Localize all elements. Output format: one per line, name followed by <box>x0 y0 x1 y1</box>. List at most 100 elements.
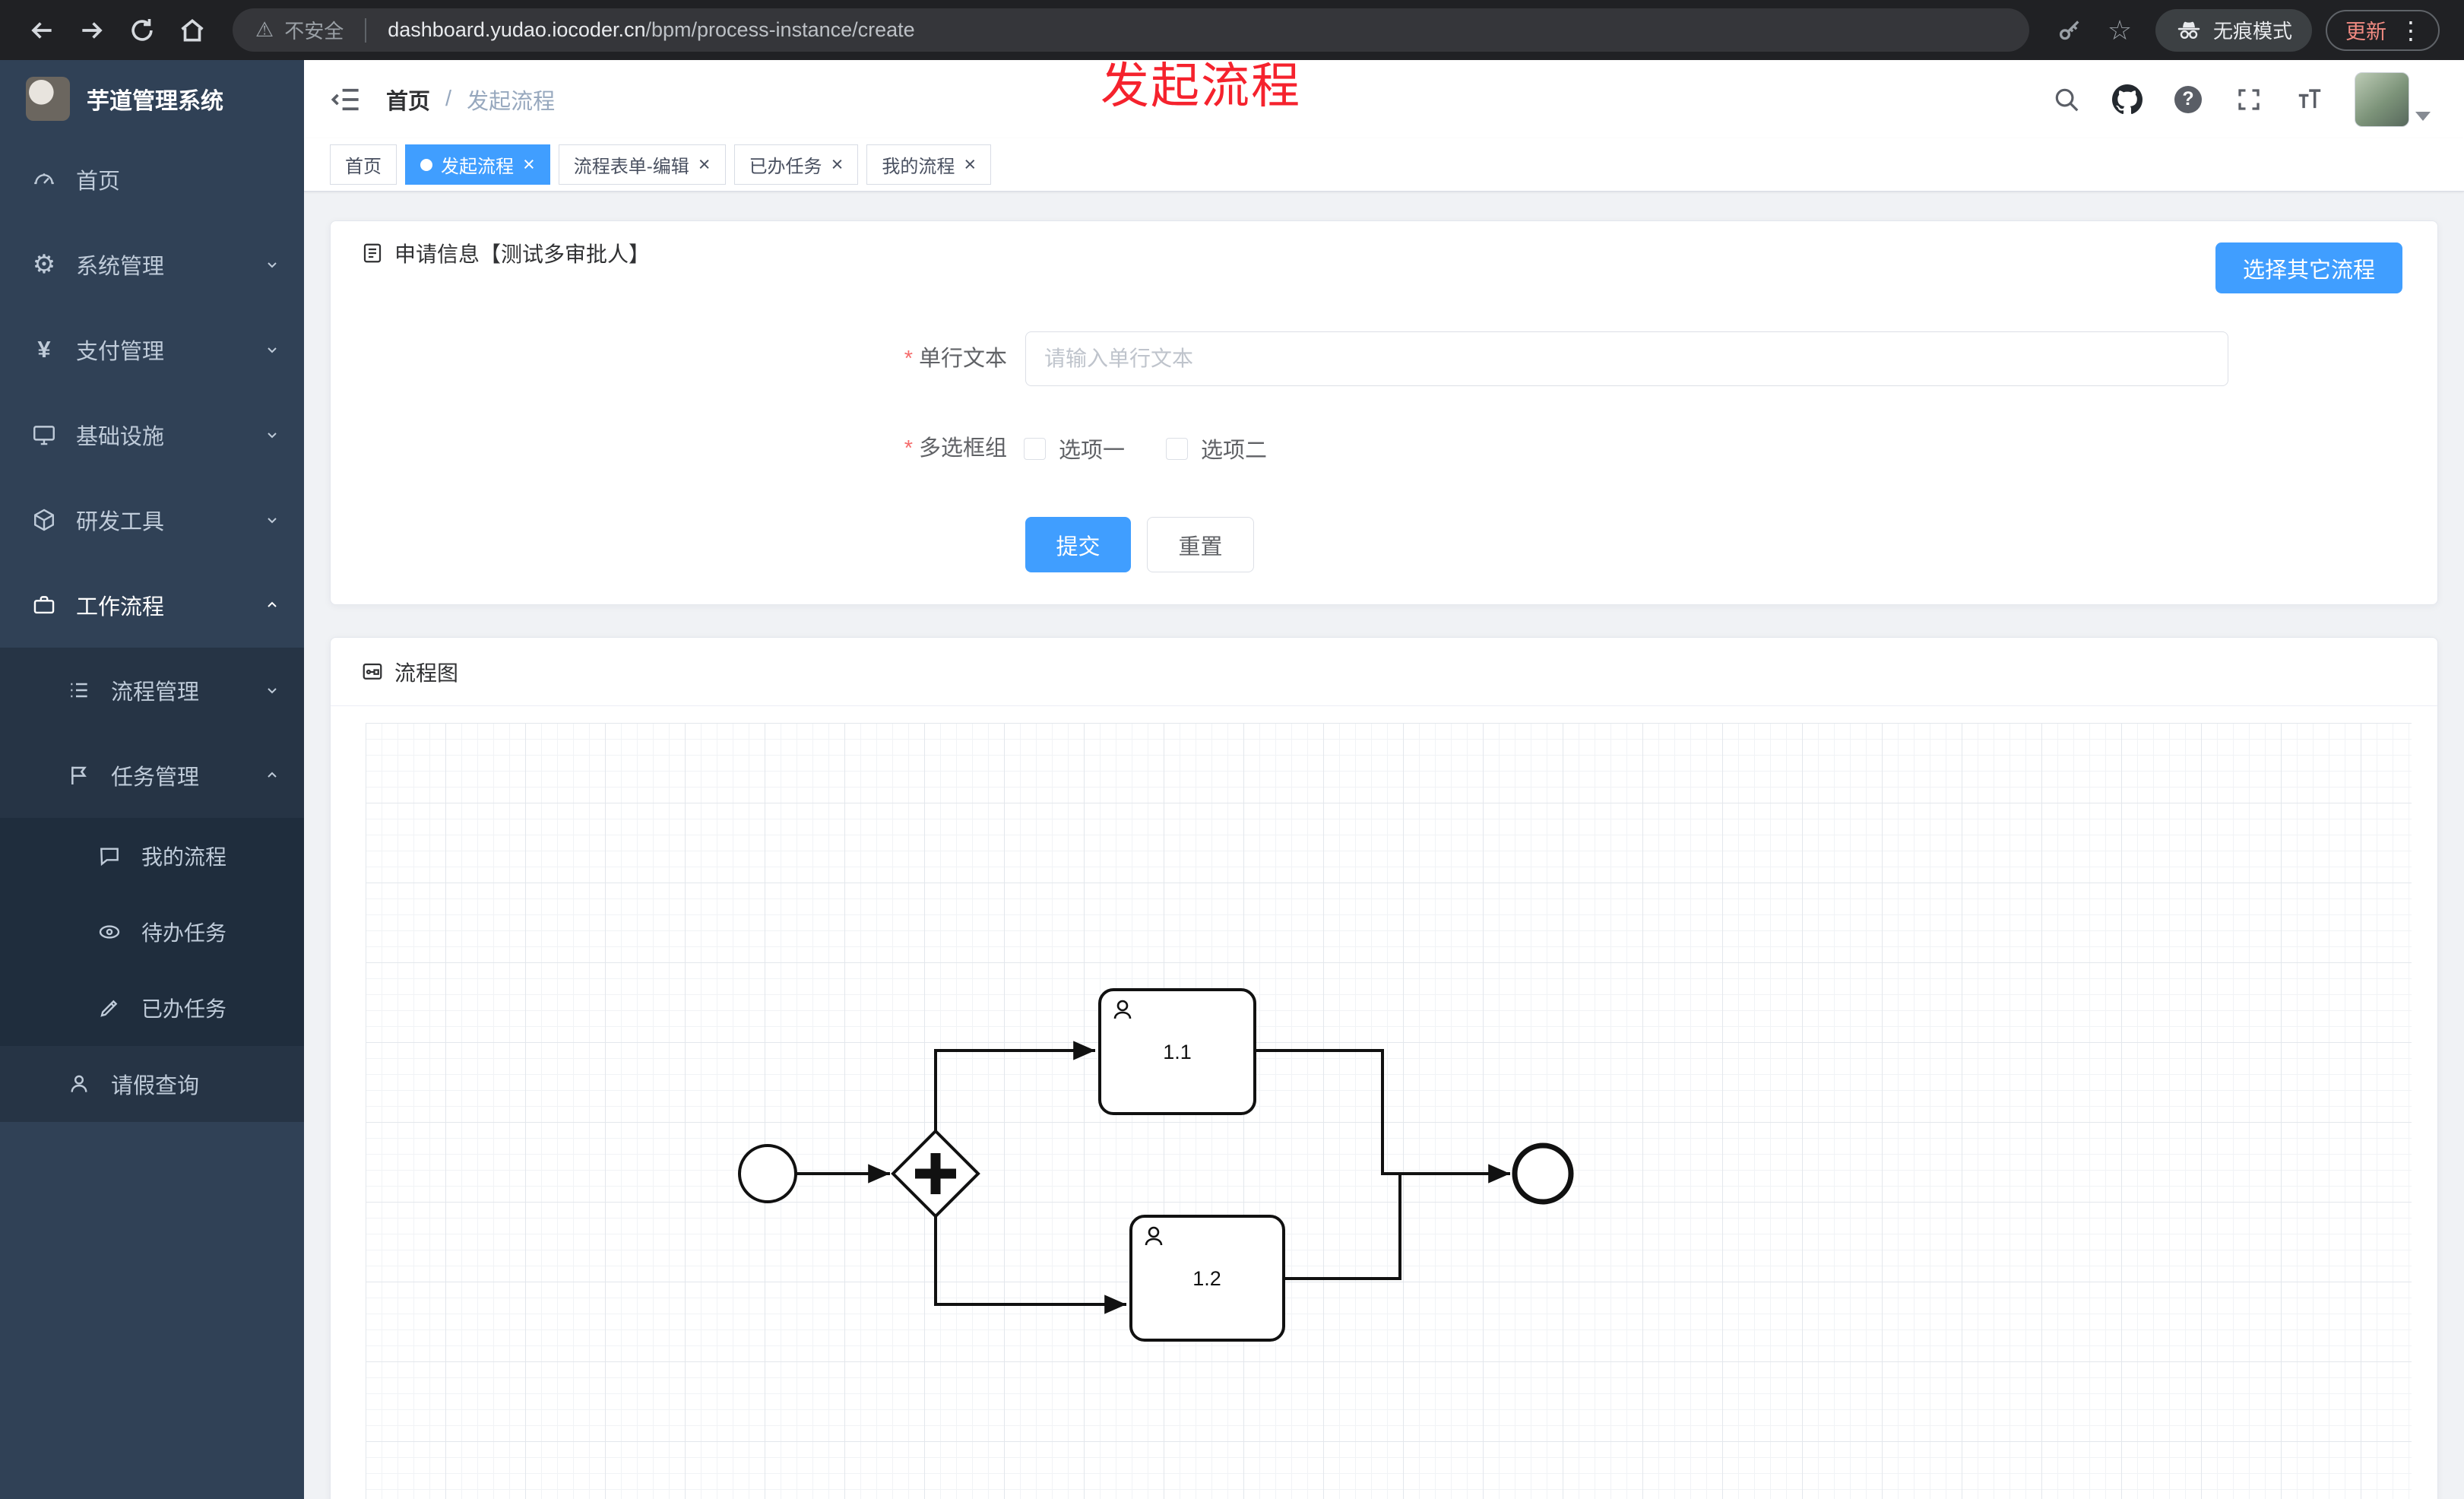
user-icon <box>1113 1000 1132 1019</box>
sidebar-item-infrastructure[interactable]: 基础设施 <box>0 392 304 477</box>
logo[interactable]: 芋道管理系统 <box>0 60 304 137</box>
yen-icon: ¥ <box>30 336 58 363</box>
flow-task2-to-end <box>1284 1174 1401 1280</box>
cube-icon <box>30 506 58 534</box>
sidebar-item-leave-query[interactable]: 请假查询 <box>0 1046 304 1122</box>
tab-label: 流程表单-编辑 <box>573 157 689 177</box>
chevron-up-icon <box>263 596 281 614</box>
sidebar-item-my-process[interactable]: 我的流程 <box>0 818 304 894</box>
user-task-1 <box>1098 988 1256 1115</box>
reload-icon[interactable] <box>120 8 164 52</box>
sidebar-item-done-task[interactable]: 已办任务 <box>0 970 304 1046</box>
flow-task1-to-end <box>1255 1049 1510 1184</box>
checkbox-option-1[interactable] <box>1024 437 1046 460</box>
tab-create-process[interactable]: 发起流程 × <box>405 144 550 185</box>
close-icon[interactable]: × <box>831 153 844 176</box>
bpmn-canvas[interactable]: 1.1 1.2 <box>366 723 2412 1499</box>
font-size-icon[interactable] <box>2294 84 2326 116</box>
incognito-label: 无痕模式 <box>2212 20 2292 43</box>
caret-down-icon <box>2415 111 2431 121</box>
checkbox-group: 选项一 选项二 <box>1024 426 1308 471</box>
navbar: 首页 / 发起流程 ? <box>304 60 2464 138</box>
sidebar-collapse-icon[interactable] <box>330 84 362 116</box>
sidebar-item-payment[interactable]: ¥ 支付管理 <box>0 307 304 392</box>
card-title: 申请信息【测试多审批人】 <box>361 221 650 285</box>
incognito-badge: 无痕模式 <box>2155 8 2312 52</box>
checkbox-option-2[interactable] <box>1166 437 1189 460</box>
sidebar-item-system[interactable]: ⚙ 系统管理 <box>0 222 304 307</box>
breadcrumb-current: 发起流程 <box>467 89 556 114</box>
sidebar-item-label: 基础设施 <box>76 425 165 449</box>
help-glyph: ? <box>2174 85 2202 113</box>
card-title-text: 流程图 <box>394 661 459 685</box>
end-event <box>1512 1142 1574 1205</box>
select-other-process-button[interactable]: 选择其它流程 <box>2215 242 2402 293</box>
checkbox-label[interactable]: 选项一 <box>1059 439 1126 463</box>
close-icon[interactable]: × <box>698 153 711 176</box>
navbar-actions: ? <box>2051 71 2431 127</box>
avatar[interactable] <box>2355 71 2409 127</box>
field-label: 多选框组 <box>918 436 1007 461</box>
forward-icon[interactable] <box>70 8 114 52</box>
sidebar-item-devtools[interactable]: 研发工具 <box>0 477 304 563</box>
single-line-text-input[interactable] <box>1025 331 2228 386</box>
gateway-plus-icon <box>915 1153 956 1194</box>
start-event <box>738 1144 797 1203</box>
app: 芋道管理系统 首页 ⚙ 系统管理 ¥ 支付管理 <box>0 60 2464 1499</box>
bpmn-diagram: 1.1 1.2 <box>738 988 1574 1342</box>
home-icon[interactable] <box>170 8 214 52</box>
update-chip[interactable]: 更新 ⋮ <box>2326 9 2440 51</box>
breadcrumb-home[interactable]: 首页 <box>386 89 431 114</box>
logo-image <box>26 76 70 121</box>
security-label[interactable]: 不安全 <box>284 20 344 43</box>
sidebar-item-process-management[interactable]: 流程管理 <box>0 648 304 733</box>
sidebar-item-task-management[interactable]: 任务管理 <box>0 733 304 818</box>
sidebar-item-label: 支付管理 <box>76 340 165 364</box>
field-label-text: *单行文本 <box>665 331 1007 386</box>
checkbox-label[interactable]: 选项二 <box>1201 439 1268 463</box>
diagram-card-header: 流程图 <box>331 638 2437 706</box>
sidebar-item-workflow[interactable]: 工作流程 <box>0 563 304 648</box>
close-icon[interactable]: × <box>964 153 977 176</box>
tab-my-process[interactable]: 我的流程 × <box>866 144 992 185</box>
url-text: dashboard.yudao.iocoder.cn/bpm/process-i… <box>388 18 914 42</box>
sidebar-item-todo-task[interactable]: 待办任务 <box>0 894 304 970</box>
help-icon[interactable]: ? <box>2172 84 2204 116</box>
tab-done-task[interactable]: 已办任务 × <box>733 144 859 185</box>
close-icon[interactable]: × <box>523 153 535 176</box>
tab-home[interactable]: 首页 <box>330 144 397 185</box>
sidebar-item-label: 研发工具 <box>76 510 165 534</box>
field-label: 单行文本 <box>918 347 1007 371</box>
star-icon[interactable]: ☆ <box>2098 8 2142 52</box>
url-domain: dashboard.yudao.iocoder.cn <box>388 18 646 41</box>
back-icon[interactable] <box>20 8 64 52</box>
flow-gateway-to-task1 <box>934 1041 1095 1131</box>
key-icon[interactable] <box>2048 8 2092 52</box>
chevron-down-icon <box>263 255 281 274</box>
fullscreen-icon[interactable] <box>2233 84 2265 116</box>
update-label[interactable]: 更新 <box>2345 21 2386 43</box>
sidebar-item-label: 工作流程 <box>76 595 165 620</box>
tab-form-edit[interactable]: 流程表单-编辑 × <box>558 144 726 185</box>
search-icon[interactable] <box>2051 84 2082 116</box>
application-info-card: 申请信息【测试多审批人】 选择其它流程 *单行文本 *多选框组 选项一 选 <box>330 220 2438 605</box>
user-menu[interactable] <box>2355 71 2431 127</box>
github-icon[interactable] <box>2111 84 2143 116</box>
sidebar-item-label: 待办任务 <box>141 921 227 945</box>
required-mark: * <box>904 347 913 371</box>
card-title: 流程图 <box>361 657 458 687</box>
omnibox-divider <box>365 17 367 43</box>
sidebar-item-home[interactable]: 首页 <box>0 137 304 222</box>
url-bar[interactable]: ⚠ 不安全 dashboard.yudao.iocoder.cn/bpm/pro… <box>233 8 2029 52</box>
chat-bubble-icon <box>96 842 123 870</box>
tab-label: 发起流程 <box>441 157 514 177</box>
reset-button[interactable]: 重置 <box>1147 517 1254 572</box>
url-path: /bpm/process-instance/create <box>645 18 915 41</box>
sidebar: 芋道管理系统 首页 ⚙ 系统管理 ¥ 支付管理 <box>0 60 304 1499</box>
submit-button[interactable]: 提交 <box>1025 517 1131 572</box>
eye-icon <box>96 918 123 946</box>
browser-menu-icon[interactable]: ⋮ <box>2399 16 2423 44</box>
annotation-text: 发起流程 <box>1101 59 1301 113</box>
breadcrumb: 首页 / 发起流程 <box>386 84 555 116</box>
